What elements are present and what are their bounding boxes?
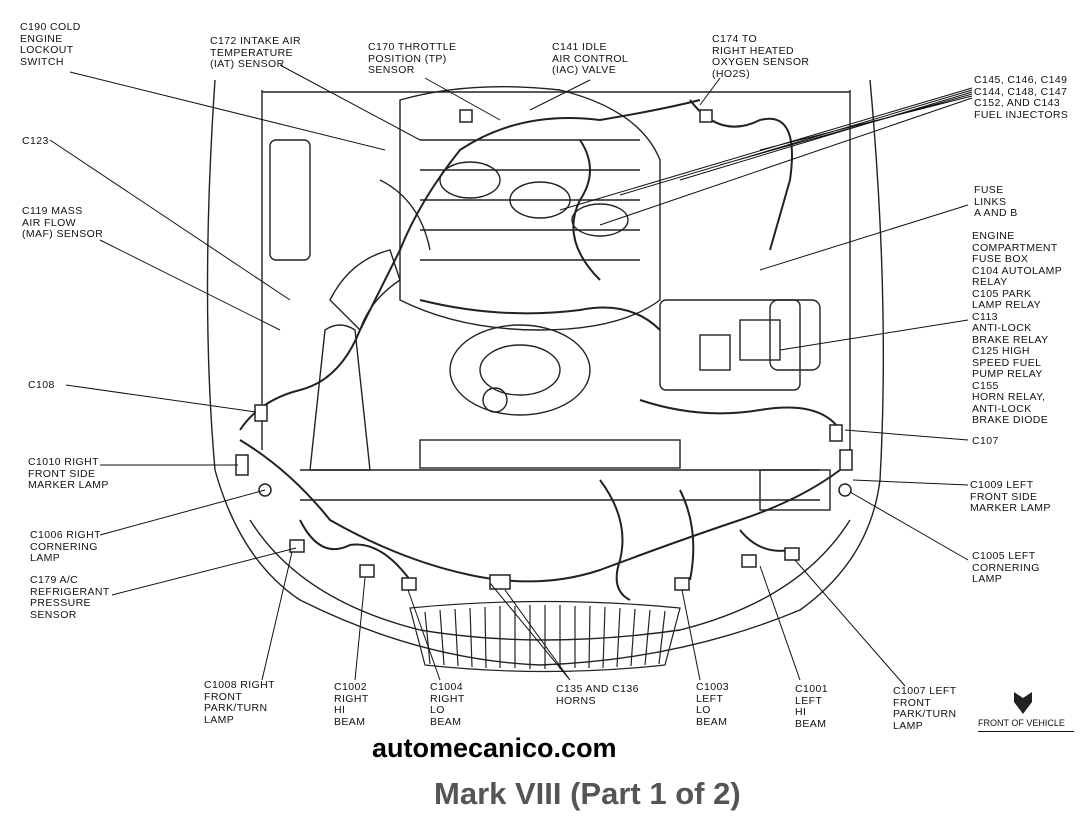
callout-c123: C123 <box>22 135 49 147</box>
callout-c1005: C1005 LEFT CORNERING LAMP <box>972 550 1040 585</box>
callout-c119: C119 MASS AIR FLOW (MAF) SENSOR <box>22 205 104 240</box>
callout-c170: C170 THROTTLE POSITION (TP) SENSOR <box>368 41 457 76</box>
callout-c1010: C1010 RIGHT FRONT SIDE MARKER LAMP <box>28 456 109 491</box>
callout-c1009: C1009 LEFT FRONT SIDE MARKER LAMP <box>970 479 1051 514</box>
callout-c1002: C1002 RIGHT HI BEAM <box>334 681 369 728</box>
hood-outline <box>206 79 885 666</box>
callout-c179: C179 A/C REFRIGERANT PRESSURE SENSOR <box>30 574 110 621</box>
callout-c1001: C1001 LEFT HI BEAM <box>795 683 828 730</box>
callout-c1003: C1003 LEFT LO BEAM <box>696 681 729 728</box>
callout-c135-c136: C135 AND C136 HORNS <box>556 683 639 707</box>
callout-fuel-injectors: C145, C146, C149 C144, C148, C147 C152, … <box>974 74 1069 121</box>
front-of-vehicle-underline <box>978 731 1074 732</box>
callout-c1004: C1004 RIGHT LO BEAM <box>430 681 465 728</box>
connectors <box>235 109 853 591</box>
front-of-vehicle-label: FRONT OF VEHICLE <box>978 718 1065 728</box>
grille <box>409 600 681 673</box>
callout-c1008: C1008 RIGHT FRONT PARK/TURN LAMP <box>204 679 275 726</box>
website-watermark: automecanico.com <box>372 733 617 763</box>
callout-c1006: C1006 RIGHT CORNERING LAMP <box>30 529 101 564</box>
callout-c172: C172 INTAKE AIR TEMPERATURE (IAT) SENSOR <box>210 35 302 70</box>
callout-c108: C108 <box>28 379 55 391</box>
engine-block <box>399 85 661 416</box>
callout-fuse-links: FUSE LINKS A AND B <box>974 184 1018 219</box>
callout-c1007: C1007 LEFT FRONT PARK/TURN LAMP <box>893 685 957 732</box>
diagram-caption: Mark VIII (Part 1 of 2) <box>434 776 741 811</box>
callout-c141: C141 IDLE AIR CONTROL (IAC) VALVE <box>552 41 629 76</box>
wiring-harness <box>239 99 841 601</box>
fuse-box <box>659 299 831 511</box>
leader-lines <box>49 64 973 687</box>
callout-c107: C107 <box>972 435 999 447</box>
callout-c174: C174 TO RIGHT HEATED OXYGEN SENSOR (HO2S… <box>712 33 810 80</box>
radiator-support <box>419 439 681 469</box>
callout-c190: C190 COLD ENGINE LOCKOUT SWITCH <box>20 21 81 68</box>
front-arrow-icon <box>1014 692 1032 714</box>
callout-fuse-box: ENGINE COMPARTMENT FUSE BOX C104 AUTOLAM… <box>972 230 1063 426</box>
